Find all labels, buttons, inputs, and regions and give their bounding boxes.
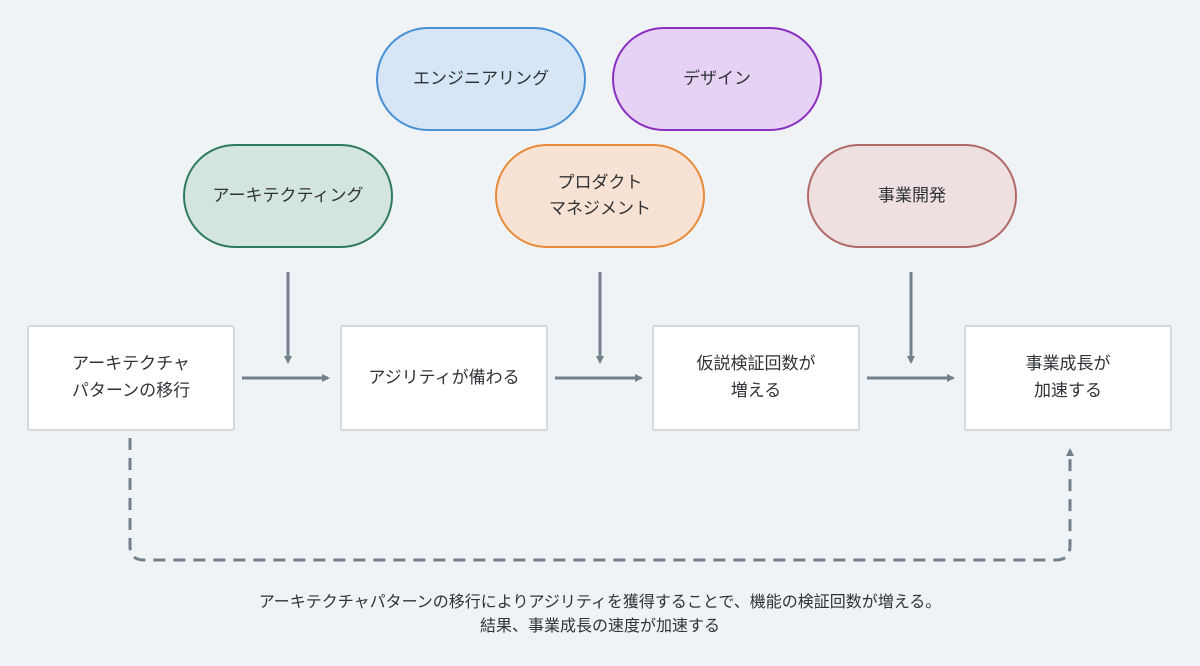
pill-architecting: アーキテクティング xyxy=(183,144,393,248)
pill-design: デザイン xyxy=(612,27,822,131)
arrow-dashed-feedback xyxy=(128,438,1074,562)
box-architecture-migration: アーキテクチャ パターンの移行 xyxy=(27,325,235,431)
pill-engineering: エンジニアリング xyxy=(376,27,586,131)
caption-line-1: アーキテクチャパターンの移行によりアジリティを獲得することで、機能の検証回数が増… xyxy=(258,592,942,611)
pill-product-management-label: プロダクト マネジメント xyxy=(549,173,651,219)
box-more-validations-label: 仮説検証回数が 増える xyxy=(696,354,816,401)
box-business-growth-label: 事業成長が 加速する xyxy=(1025,354,1111,401)
caption-line-2: 結果、事業成長の速度が加速する xyxy=(479,616,720,635)
box-agility: アジリティが備わる xyxy=(340,325,548,431)
box-architecture-migration-label: アーキテクチャ パターンの移行 xyxy=(71,354,191,401)
pill-product-management: プロダクト マネジメント xyxy=(495,144,705,248)
pill-design-label: デザイン xyxy=(683,69,751,89)
box-agility-label: アジリティが備わる xyxy=(368,367,520,388)
pill-business-development-label: 事業開発 xyxy=(878,186,946,206)
pill-architecting-label: アーキテクティング xyxy=(212,186,364,206)
pill-engineering-label: エンジニアリング xyxy=(413,69,549,89)
pill-business-development: 事業開発 xyxy=(807,144,1017,248)
box-more-validations: 仮説検証回数が 増える xyxy=(652,325,860,431)
box-business-growth: 事業成長が 加速する xyxy=(964,325,1172,431)
